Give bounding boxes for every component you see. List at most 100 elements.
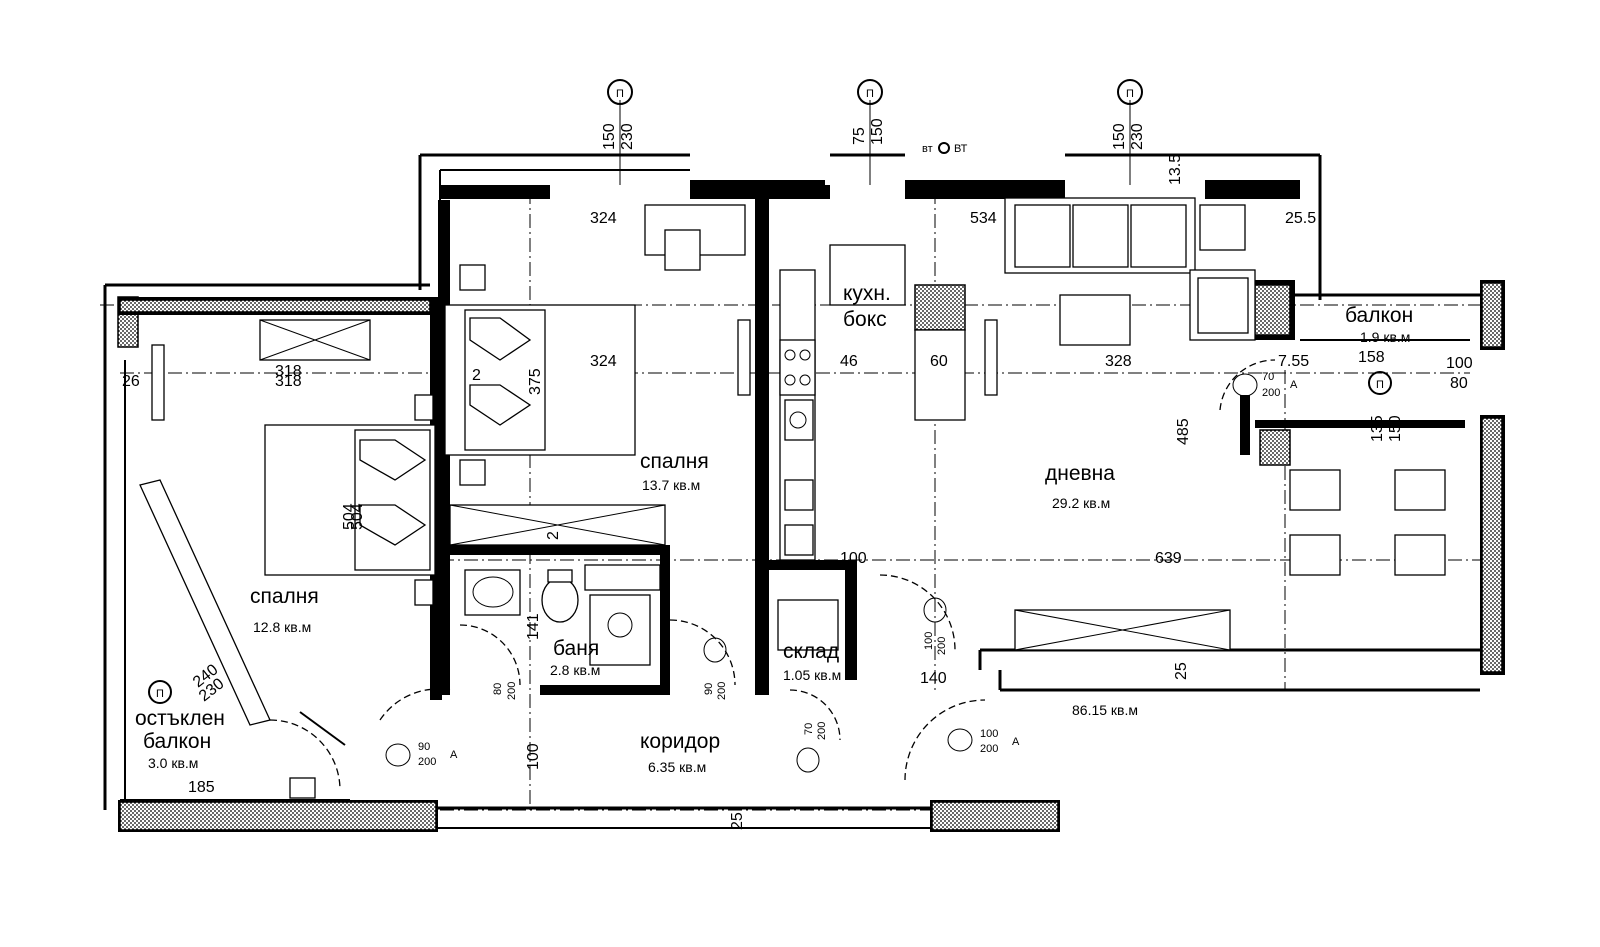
svg-text:100: 100 xyxy=(1446,355,1473,372)
room-name-bathroom: баня xyxy=(553,637,599,660)
svg-text:П: П xyxy=(616,88,624,100)
svg-text:200: 200 xyxy=(936,637,948,655)
door-tag-vr1b: 70 200 xyxy=(796,722,828,773)
door-swings xyxy=(269,359,1276,791)
room-area-living: 29.2 кв.м xyxy=(1052,495,1110,511)
svg-text:80: 80 xyxy=(492,683,504,695)
svg-text:25: 25 xyxy=(729,812,746,830)
room-name-glazed-balcony-2: балкон xyxy=(143,730,211,753)
svg-text:375: 375 xyxy=(527,368,544,395)
svg-text:534: 534 xyxy=(970,210,997,227)
room-name-kitchen-1: кухн. xyxy=(843,282,891,305)
svg-text:150: 150 xyxy=(869,118,886,145)
svg-text:46: 46 xyxy=(840,353,858,370)
room-name-balcony: балкон xyxy=(1345,304,1413,327)
svg-text:А: А xyxy=(1012,736,1020,748)
svg-text:185: 185 xyxy=(188,779,215,796)
room-name-corridor: коридор xyxy=(640,730,720,753)
svg-text:230: 230 xyxy=(1129,123,1146,150)
svg-text:200: 200 xyxy=(816,722,828,740)
svg-text:200: 200 xyxy=(980,743,998,755)
door-tag-vr1: 70 200 А xyxy=(1232,371,1298,399)
svg-text:7.55: 7.55 xyxy=(1278,353,1309,370)
dimensions: 324 534 25.5 13.5 324 46 60 328 7.55 318… xyxy=(122,154,1473,830)
window-marker-balcony: П xyxy=(1368,371,1392,395)
svg-text:140: 140 xyxy=(920,670,947,687)
room-name-bedroom1: спалня xyxy=(640,450,709,473)
room-labels: спалня 13.7 кв.м спалня 12.8 кв.м кухн. … xyxy=(135,282,1413,775)
room-area-corridor: 6.35 кв.м xyxy=(648,759,706,775)
door-tag-vr2: 80 200 xyxy=(492,682,518,700)
svg-text:639: 639 xyxy=(1155,550,1182,567)
svg-text:вт: вт xyxy=(922,143,933,155)
svg-text:П: П xyxy=(156,688,164,700)
window-marker-3: П 150 230 xyxy=(1111,79,1146,150)
svg-text:141: 141 xyxy=(525,613,542,640)
svg-text:485: 485 xyxy=(1175,418,1192,445)
svg-text:230: 230 xyxy=(619,123,636,150)
svg-text:318: 318 xyxy=(275,363,302,380)
door-tag-vr2b: 90 200 xyxy=(703,637,728,700)
svg-text:90: 90 xyxy=(703,683,715,695)
svg-text:200: 200 xyxy=(716,682,728,700)
room-area-glazed-balcony: 3.0 кв.м xyxy=(148,755,198,771)
svg-text:60: 60 xyxy=(930,353,948,370)
window-marker-2: П 75 150 xyxy=(851,79,886,145)
svg-text:ВТ: ВТ xyxy=(954,143,968,155)
svg-text:75: 75 xyxy=(851,127,868,145)
svg-text:П: П xyxy=(1126,88,1134,100)
window-marker-glazed: П 240 230 xyxy=(148,661,228,705)
room-name-living: дневна xyxy=(1045,462,1115,485)
svg-text:А: А xyxy=(450,749,458,761)
svg-text:А: А xyxy=(1290,379,1298,391)
svg-text:100: 100 xyxy=(525,743,542,770)
svg-text:150: 150 xyxy=(1111,123,1128,150)
svg-text:70: 70 xyxy=(1262,371,1274,383)
room-name-kitchen-2: бокс xyxy=(843,308,887,331)
door-tag-vr3: 90 200 А xyxy=(385,741,458,768)
svg-text:100: 100 xyxy=(923,632,935,650)
room-area-bathroom: 2.8 кв.м xyxy=(550,662,600,678)
svg-text:504: 504 xyxy=(349,503,366,530)
svg-text:100: 100 xyxy=(840,550,867,567)
svg-text:158: 158 xyxy=(1358,349,1385,366)
total-area: 86.15 кв.м xyxy=(1072,702,1138,718)
svg-text:328: 328 xyxy=(1105,353,1132,370)
svg-text:П: П xyxy=(866,88,874,100)
svg-text:2: 2 xyxy=(545,531,562,540)
door-tag-vr4b: 100 200 А xyxy=(947,728,1020,755)
svg-text:80: 80 xyxy=(1450,375,1468,392)
room-name-bedroom2: спалня xyxy=(250,585,319,608)
svg-text:25: 25 xyxy=(1173,662,1190,680)
svg-text:200: 200 xyxy=(418,756,436,768)
room-area-bedroom1: 13.7 кв.м xyxy=(642,477,700,493)
room-name-glazed-balcony-1: остъклен xyxy=(135,707,225,730)
svg-text:200: 200 xyxy=(506,682,518,700)
svg-text:100: 100 xyxy=(980,728,998,740)
svg-text:2: 2 xyxy=(472,367,481,384)
room-area-storage: 1.05 кв.м xyxy=(783,667,841,683)
room-name-storage: склад xyxy=(783,640,839,663)
svg-text:324: 324 xyxy=(590,210,617,227)
svg-text:135: 135 xyxy=(1369,415,1386,442)
room-area-balcony: 1.9 кв.м xyxy=(1360,329,1410,345)
svg-text:26: 26 xyxy=(122,373,140,390)
door-tags: 70 200 А 80 200 90 200 90 200 А 100 200 … xyxy=(385,371,1298,773)
furniture xyxy=(120,197,1446,801)
svg-text:318: 318 xyxy=(275,373,302,390)
svg-text:П: П xyxy=(1376,379,1384,391)
svg-text:70: 70 xyxy=(803,723,815,735)
svg-text:90: 90 xyxy=(418,741,430,753)
svg-text:25.5: 25.5 xyxy=(1285,210,1316,227)
room-area-bedroom2: 12.8 кв.м xyxy=(253,619,311,635)
window-marker-1: П 150 230 xyxy=(601,79,636,150)
svg-text:504: 504 xyxy=(341,503,358,530)
walls xyxy=(103,153,1505,832)
svg-text:150: 150 xyxy=(601,123,618,150)
door-tag-vr4: 100 200 xyxy=(923,597,948,655)
svg-text:200: 200 xyxy=(1262,387,1280,399)
svg-text:324: 324 xyxy=(590,353,617,370)
svg-text:13.5: 13.5 xyxy=(1167,154,1184,185)
svg-text:150: 150 xyxy=(1387,415,1404,442)
